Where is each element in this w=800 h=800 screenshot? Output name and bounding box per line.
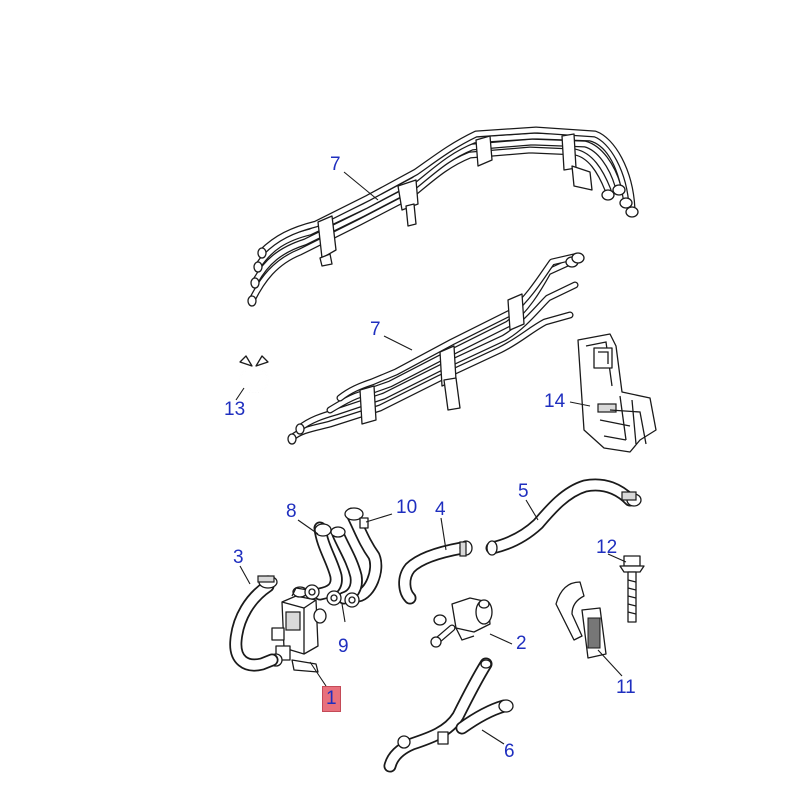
label-part-8[interactable]: 8	[286, 501, 297, 522]
pipe-bundle-upper	[247, 126, 639, 307]
hose-clamp	[239, 355, 269, 393]
label-part-6[interactable]: 6	[504, 741, 515, 762]
label-part-12[interactable]: 12	[596, 537, 618, 558]
hose-4	[398, 540, 473, 605]
clamps-9	[326, 590, 360, 608]
label-part-5[interactable]: 5	[518, 481, 529, 502]
pipe-bundle-lower	[287, 252, 585, 445]
label-part-2[interactable]: 2	[516, 633, 527, 654]
label-part-7-lower[interactable]: 7	[370, 319, 381, 340]
hose-8	[304, 521, 343, 601]
label-part-4[interactable]: 4	[435, 499, 446, 520]
hose-3	[229, 575, 279, 672]
label-part-1-highlighted[interactable]: 1	[322, 686, 341, 712]
label-part-14[interactable]: 14	[544, 391, 566, 412]
label-part-7-upper[interactable]: 7	[330, 154, 341, 175]
clip-bracket	[555, 581, 607, 659]
label-part-11[interactable]: 11	[616, 677, 636, 698]
water-pump	[430, 597, 493, 648]
hose-5	[485, 478, 642, 556]
label-part-13[interactable]: 13	[224, 399, 246, 420]
bolt	[619, 555, 645, 623]
label-part-10[interactable]: 10	[396, 497, 418, 518]
mounting-bracket	[577, 333, 657, 453]
label-part-3[interactable]: 3	[233, 547, 244, 568]
leader-lines	[235, 171, 627, 745]
hose-6	[383, 657, 514, 773]
label-part-9[interactable]: 9	[338, 636, 349, 657]
